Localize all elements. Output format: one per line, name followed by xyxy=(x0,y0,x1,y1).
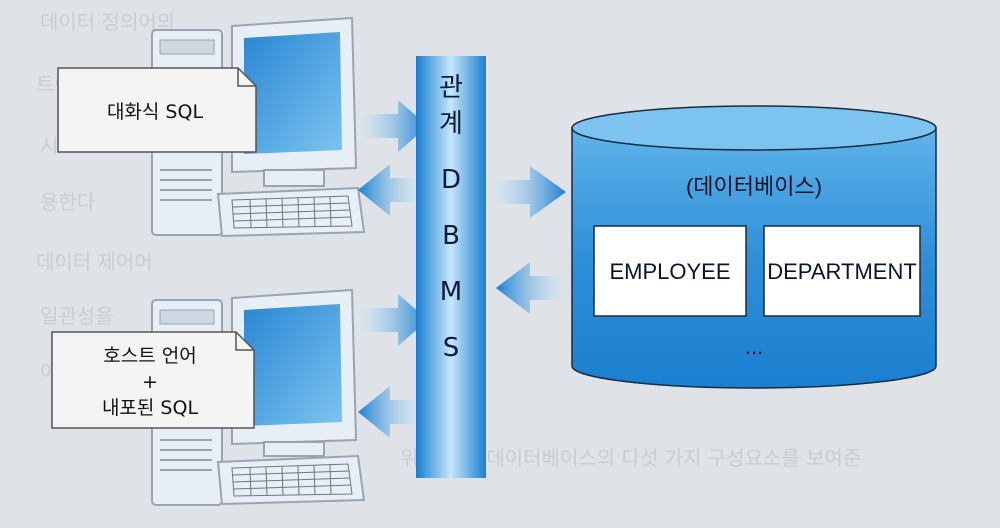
table-department-label: DEPARTMENT xyxy=(767,259,917,284)
dbms-char-2: 계 xyxy=(439,109,463,139)
arrow-dbms-to-client2 xyxy=(358,386,422,438)
more-tables-ellipsis: ... xyxy=(745,334,763,359)
note-1-label: 대화식 SQL xyxy=(107,101,203,123)
query-note-1: 대화식 SQL xyxy=(57,67,257,153)
note-2-line-2: + xyxy=(142,371,158,393)
database-title: (데이터베이스) xyxy=(686,174,822,199)
table-employee: EMPLOYEE xyxy=(593,225,747,317)
arrow-database-to-dbms xyxy=(496,262,566,314)
bg-line-1: 데이터 정의어의 xyxy=(40,10,176,34)
dbms-char-1: 관 xyxy=(439,73,463,103)
bg-line-6: 일관성을 xyxy=(40,304,114,328)
bg-line-4: 용한다 xyxy=(40,190,96,214)
dbms-bar: 관 계 D B M S xyxy=(416,56,486,478)
keyboard-icon xyxy=(216,186,366,238)
arrow-client2-to-dbms xyxy=(358,294,428,346)
keyboard-icon xyxy=(216,454,366,506)
arrow-client1-to-dbms xyxy=(358,100,428,152)
bg-line-3: 시 xyxy=(40,134,59,158)
arrow-dbms-to-database xyxy=(492,166,566,218)
dbms-char-3: D xyxy=(441,165,461,195)
monitor-icon xyxy=(231,288,358,457)
note-2-line-3: 내포된 SQL xyxy=(102,397,198,419)
dbms-char-4: B xyxy=(442,221,460,251)
database-cylinder: (데이터베이스) EMPLOYEE DEPARTMENT ... xyxy=(571,105,937,389)
table-employee-label: EMPLOYEE xyxy=(609,259,730,284)
monitor-icon xyxy=(231,16,358,187)
arrow-dbms-to-client1 xyxy=(358,164,422,216)
bg-line-5: 데이터 제어어 xyxy=(36,250,153,274)
query-note-2: 호스트 언어 + 내포된 SQL xyxy=(51,331,255,429)
dbms-char-6: S xyxy=(443,333,460,363)
dbms-char-5: M xyxy=(440,277,462,307)
note-2-line-1: 호스트 언어 xyxy=(103,345,196,367)
table-department: DEPARTMENT xyxy=(763,225,921,317)
